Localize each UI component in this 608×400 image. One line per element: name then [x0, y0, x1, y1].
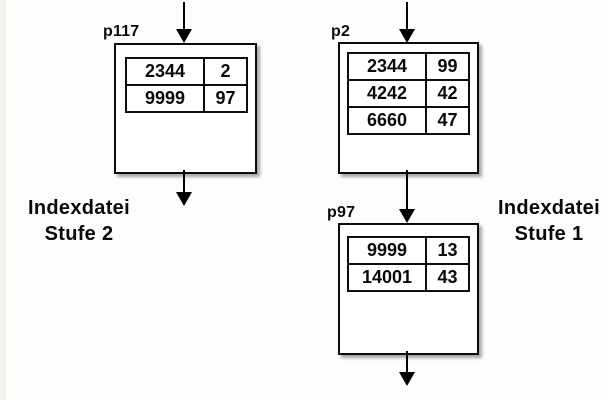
table-row: 14001 43: [347, 263, 470, 292]
caption-line: Stufe 2: [44, 223, 114, 245]
pointer-cell: 42: [425, 79, 470, 108]
page-edge-strip: [0, 0, 6, 400]
pointer-cell: 2: [203, 57, 248, 86]
index-table-p97: 9999 13 14001 43: [347, 236, 470, 292]
caption-stufe-2: Indexdatei Stufe 2: [8, 195, 150, 247]
node-label-p2: p2: [331, 23, 351, 40]
arrowhead-down-icon: [399, 209, 415, 223]
key-cell: 2344: [125, 57, 205, 86]
node-box-p97: 9999 13 14001 43: [338, 223, 479, 355]
pointer-cell: 97: [203, 84, 248, 113]
arrow-out-of-p97-line: [406, 351, 408, 373]
caption-line: Indexdatei: [498, 197, 600, 219]
table-row: 2344 2: [125, 57, 248, 86]
pointer-cell: 99: [425, 52, 470, 81]
arrow-out-of-p117-line: [183, 170, 185, 193]
arrow-into-p117-line: [183, 2, 185, 30]
pointer-cell: 47: [425, 106, 470, 135]
table-row: 6660 47: [347, 106, 470, 135]
caption-stufe-1: Indexdatei Stufe 1: [489, 195, 608, 247]
node-box-p2: 2344 99 4242 42 6660 47: [338, 42, 479, 174]
index-table-p2: 2344 99 4242 42 6660 47: [347, 52, 470, 135]
node-label-p97: p97: [327, 204, 356, 221]
key-cell: 14001: [347, 263, 427, 292]
arrowhead-down-icon: [399, 372, 415, 386]
table-row: 9999 13: [347, 236, 470, 265]
arrowhead-down-icon: [399, 29, 415, 43]
key-cell: 4242: [347, 79, 427, 108]
table-row: 9999 97: [125, 84, 248, 113]
arrowhead-down-icon: [176, 192, 192, 206]
pointer-cell: 13: [425, 236, 470, 265]
node-label-p117: p117: [103, 23, 140, 40]
key-cell: 9999: [125, 84, 205, 113]
key-cell: 2344: [347, 52, 427, 81]
caption-line: Stufe 1: [514, 223, 584, 245]
index-table-p117: 2344 2 9999 97: [125, 57, 248, 113]
key-cell: 6660: [347, 106, 427, 135]
table-row: 4242 42: [347, 79, 470, 108]
table-row: 2344 99: [347, 52, 470, 81]
key-cell: 9999: [347, 236, 427, 265]
pointer-cell: 43: [425, 263, 470, 292]
arrowhead-down-icon: [176, 29, 192, 43]
arrow-into-p2-line: [406, 2, 408, 30]
caption-line: Indexdatei: [28, 197, 130, 219]
node-box-p117: 2344 2 9999 97: [114, 43, 257, 174]
edge-p2-to-p97-line: [406, 170, 408, 210]
